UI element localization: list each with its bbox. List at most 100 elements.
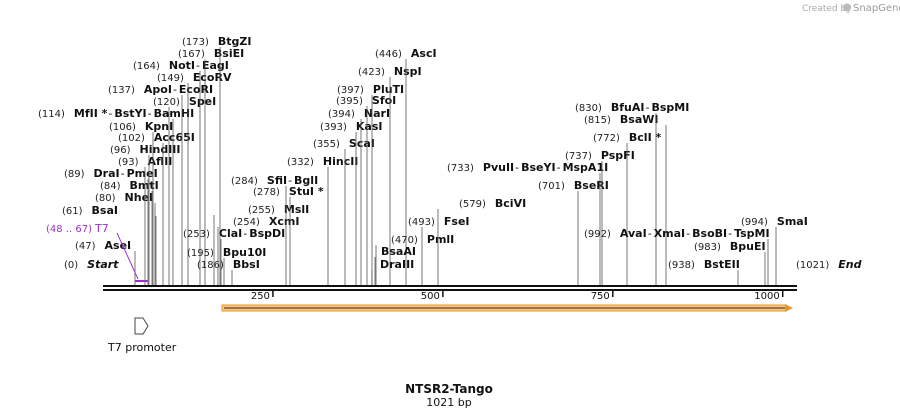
cut-site-enzyme-name[interactable]: AseI [105,239,132,252]
cut-site-enzyme-name[interactable]: BspDI [249,227,285,240]
cut-site-bsawi[interactable]: (815)BsaWI [584,113,667,285]
cut-site-enzyme-name[interactable]: XcmI [269,215,300,228]
cut-site-enzyme-name[interactable]: TspMI [734,227,770,240]
cut-site-enzyme-name[interactable]: BciVI [495,197,526,210]
cut-site-aflii[interactable]: (93)AflII [118,155,172,285]
cut-site-bsiei[interactable]: (167)BsiEI [178,47,244,285]
cut-site-msli[interactable]: (255)MslI [213,203,309,285]
cut-site-bcli-[interactable]: (772)BclI * [593,131,661,285]
cut-site-enzyme-name[interactable]: EcoRV [193,71,232,84]
cut-site-bfuai[interactable]: (830)BfuAI - BspMI [575,101,689,285]
cut-site-kpni[interactable]: (106)KpnI [109,120,173,285]
cut-site-bmti[interactable]: (84)BmtI [100,179,159,285]
cut-site-pvuii[interactable]: (733)PvuII - BseYI - MspA1I [447,161,608,285]
cut-site-draiii[interactable]: DraIII [371,258,414,285]
cut-site-sfii[interactable]: (284)SfiI - BglI [231,174,318,285]
cut-site-enzyme-name[interactable]: AscI [411,47,437,60]
cut-site-enzyme-name[interactable]: KasI [356,120,383,133]
cut-site-enzyme-name[interactable]: AvaI [620,227,647,240]
cut-site-avai[interactable]: (992)AvaI - XmaI - BsoBI - TspMI [584,227,770,285]
cut-site-enzyme-name[interactable]: BstYI [114,107,146,120]
cut-site-apoi[interactable]: (137)ApoI - EcoRI [108,83,213,285]
cut-site-btgzi[interactable]: (173)BtgZI [182,35,251,285]
cut-site-enzyme-name[interactable]: NarI [364,107,390,120]
cut-site-enzyme-name[interactable]: DraI [94,167,120,180]
cut-site-enzyme-name[interactable]: BseYI [521,161,555,174]
cut-site-enzyme-name[interactable]: BamHI [154,107,195,120]
cut-site-enzyme-name[interactable]: EagI [202,59,229,72]
cut-site-ecorv[interactable]: (149)EcoRV [157,71,232,285]
cut-site-enzyme-name[interactable]: HincII [323,155,359,168]
cut-site-enzyme-name[interactable]: FseI [444,215,470,228]
cut-site-enzyme-name[interactable]: MfII * [74,107,108,120]
cut-site-enzyme-name[interactable]: BclI * [629,131,662,144]
cut-site-mfii-[interactable]: (114)MfII * - BstYI - BamHI [38,107,194,285]
cut-site-enzyme-name[interactable]: BseRI [574,179,609,192]
cut-site-enzyme-name[interactable]: SfiI [267,174,287,187]
cut-site-enzyme-name[interactable]: BsaWI [620,113,659,126]
cut-site-enzyme-name[interactable]: BfuAI [611,101,645,114]
cut-site-enzyme-name[interactable]: AflII [148,155,173,168]
cut-site-enzyme-name[interactable]: BsaI [92,204,118,217]
cut-site-enzyme-name[interactable]: PmlI [427,233,454,246]
cut-site-enzyme-name[interactable]: Start [87,258,119,271]
cut-site-enzyme-name[interactable]: BsaAI [381,245,416,258]
cut-site-bpuei[interactable]: (983)BpuEI [694,240,766,285]
cut-site-enzyme-name[interactable]: NspI [394,65,422,78]
cut-site-acc65i[interactable]: (102)Acc65I [118,131,195,285]
cut-site-enzyme-name[interactable]: Acc65I [154,131,195,144]
cut-site-enzyme-name[interactable]: BmtI [130,179,159,192]
cut-site-enzyme-name[interactable]: PspFI [601,149,635,162]
cut-site-pmli[interactable]: (470)PmlI [375,233,454,285]
cut-site-enzyme-name[interactable]: BstEII [704,258,740,271]
cut-site-start[interactable]: (0)Start [64,258,119,271]
cut-site-enzyme-name[interactable]: BspMI [651,101,689,114]
cut-site-enzyme-name[interactable]: PmeI [127,167,158,180]
cut-site-xcmi[interactable]: (254)XcmI [217,215,300,285]
cut-site-noti[interactable]: (164)NotI - EagI [133,59,229,285]
cut-site-nhei[interactable]: (80)NheI [95,191,156,285]
promoter-arrow-icon[interactable] [134,317,149,335]
cut-site-enzyme-name[interactable]: StuI * [289,185,324,198]
cut-site-enzyme-name[interactable]: EcoRI [179,83,213,96]
cut-site-fsei[interactable]: (493)FseI [408,215,470,285]
cut-site-clai[interactable]: (253)ClaI - BspDI [183,227,285,285]
cut-site-scai[interactable]: (355)ScaI [313,137,375,285]
primer-t7[interactable]: (48 .. 67) T7 [46,222,148,282]
cut-site-asci[interactable]: (446)AscI [375,47,437,285]
cut-site-enzyme-name[interactable]: Bpu10I [223,246,267,259]
cut-site-smai[interactable]: (994)SmaI [741,215,808,285]
cut-site-enzyme-name[interactable]: MslI [284,203,309,216]
cut-site-enzyme-name[interactable]: KpnI [145,120,173,133]
cut-site-enzyme-name[interactable]: HindIII [140,143,181,156]
cut-site-enzyme-name[interactable]: BpuEI [730,240,766,253]
cut-site-nari[interactable]: (394)NarI [328,107,390,285]
cut-site-enzyme-name[interactable]: ClaI [219,227,242,240]
cut-site-enzyme-name[interactable]: BsiEI [214,47,244,60]
cut-site-bcivi[interactable]: (579)BciVI [437,197,526,285]
cut-site-enzyme-name[interactable]: DraIII [380,258,414,271]
cut-site-enzyme-name[interactable]: BtgZI [218,35,252,48]
cut-site-enzyme-name[interactable]: PvuII [483,161,514,174]
cut-site-bsai[interactable]: (61)BsaI [62,204,157,285]
cut-site-enzyme-name[interactable]: MspA1I [563,161,609,174]
cut-site-hindiii[interactable]: (96)HindIII [110,143,181,285]
cut-site-spei[interactable]: (120)SpeI [153,95,216,285]
cut-site-pluti[interactable]: (397)PluTI [337,83,404,285]
cut-site-enzyme-name[interactable]: End [838,258,861,271]
cut-site-nspi[interactable]: (423)NspI [358,65,422,285]
cut-site-bsaai[interactable]: BsaAI [374,245,416,285]
cut-site-enzyme-name[interactable]: BsoBI [692,227,727,240]
cut-site-kasi[interactable]: (393)KasI [320,120,382,285]
cut-site-enzyme-name[interactable]: ApoI [144,83,172,96]
cut-site-enzyme-name[interactable]: NheI [125,191,154,204]
cut-site-end[interactable]: (1021)End [796,258,862,271]
cut-site-bpu10i[interactable]: (195)Bpu10I [187,246,266,285]
cut-site-enzyme-name[interactable]: ScaI [349,137,375,150]
cut-site-enzyme-name[interactable]: SmaI [777,215,808,228]
cut-site-enzyme-name[interactable]: BglI [294,174,318,187]
cut-site-enzyme-name[interactable]: BbsI [233,258,260,271]
feature-t7-promoter[interactable]: T7 promoter [107,317,177,354]
cut-site-pspfi[interactable]: (737)PspFI [565,149,635,285]
cut-site-bsteii[interactable]: (938)BstEII [668,258,740,285]
